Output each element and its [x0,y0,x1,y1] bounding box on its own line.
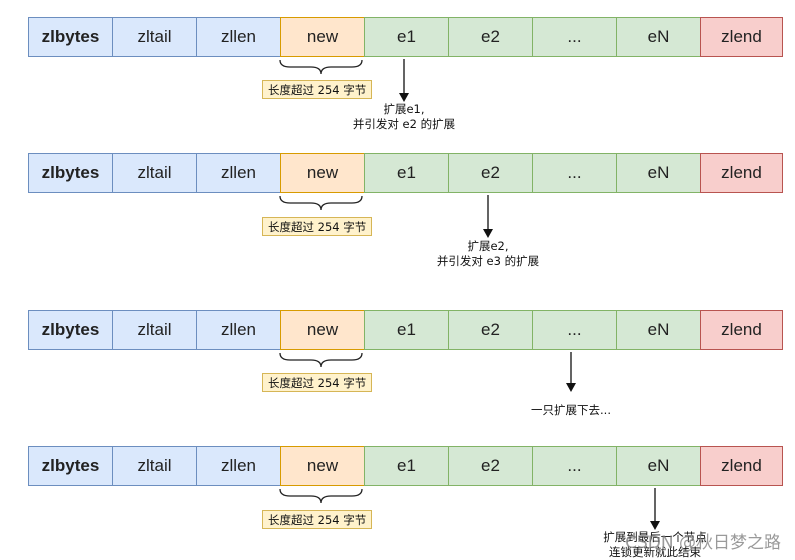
note-step-4: 扩展到最后一个节点 连锁更新就此结束 [603,530,707,560]
cell-zlbytes: zlbytes [28,446,113,486]
note-line-2: 并引发对 e3 的扩展 [436,254,540,268]
cell-zlbytes: zlbytes [28,310,113,350]
length-tag: 长度超过 254 字节 [262,217,373,236]
cell-zllen: zllen [196,17,281,57]
curly-brace [279,488,363,504]
cell-ellipsis: ... [532,153,617,193]
cell-zllen: zllen [196,446,281,486]
length-tag: 长度超过 254 字节 [262,510,373,529]
note-line-1: 一只扩展下去... [531,403,611,417]
cell-eN: eN [616,446,701,486]
cell-zlend: zlend [700,17,783,57]
length-tag: 长度超过 254 字节 [262,373,373,392]
arrow-down [399,59,409,102]
cell-ellipsis: ... [532,446,617,486]
cell-e2: e2 [448,153,533,193]
cell-e1: e1 [364,310,449,350]
cell-zlend: zlend [700,446,783,486]
note-step-1: 扩展e1, 并引发对 e2 的扩展 [353,102,455,132]
cell-zltail: zltail [112,153,197,193]
arrow-down [650,488,660,530]
arrow-down [566,352,576,392]
cell-ellipsis: ... [532,310,617,350]
cell-zltail: zltail [112,310,197,350]
ziplist-row-2: zlbytes zltail zllen new e1 e2 ... eN zl… [28,153,783,195]
cell-zltail: zltail [112,446,197,486]
note-step-2: 扩展e2, 并引发对 e3 的扩展 [437,239,539,269]
cell-eN: eN [616,17,701,57]
cell-e2: e2 [448,17,533,57]
curly-brace [279,195,363,211]
cell-ellipsis: ... [532,17,617,57]
cell-zllen: zllen [196,310,281,350]
ziplist-row-4: zlbytes zltail zllen new e1 e2 ... eN zl… [28,446,783,488]
note-step-3: 一只扩展下去... [531,403,611,418]
note-line-2: 并引发对 e2 的扩展 [352,117,456,131]
cell-e2: e2 [448,446,533,486]
note-line-2: 连锁更新就此结束 [609,545,701,559]
cell-zlbytes: zlbytes [28,17,113,57]
cell-e1: e1 [364,17,449,57]
csdn-watermark: CSDN @秋日梦之路 [625,533,781,553]
length-tag: 长度超过 254 字节 [262,80,373,99]
cell-e1: e1 [364,153,449,193]
cell-e2: e2 [448,310,533,350]
cell-e1: e1 [364,446,449,486]
cell-eN: eN [616,310,701,350]
ziplist-row-3: zlbytes zltail zllen new e1 e2 ... eN zl… [28,310,783,352]
cell-zlend: zlend [700,153,783,193]
cell-new: new [280,446,365,486]
cell-zltail: zltail [112,17,197,57]
arrow-down [483,195,493,238]
note-line-1: 扩展到最后一个节点 [603,530,707,544]
cell-zllen: zllen [196,153,281,193]
cell-new: new [280,153,365,193]
cell-new: new [280,310,365,350]
cell-new: new [280,17,365,57]
curly-brace [279,352,363,368]
curly-brace [279,59,363,75]
ziplist-row-1: zlbytes zltail zllen new e1 e2 ... eN zl… [28,17,783,59]
cell-zlend: zlend [700,310,783,350]
cell-zlbytes: zlbytes [28,153,113,193]
note-line-1: 扩展e2, [467,239,509,253]
note-line-1: 扩展e1, [383,102,425,116]
cell-eN: eN [616,153,701,193]
